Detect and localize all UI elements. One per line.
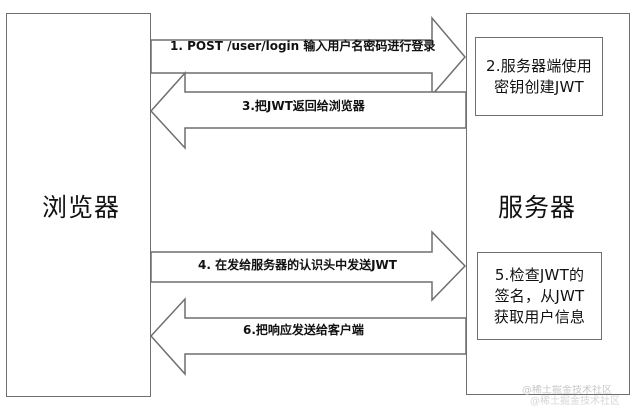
server-label: 服务器 [498, 193, 577, 222]
watermark-text: @稀土掘金技术社区 [522, 385, 612, 396]
server-note-create-jwt: 2.服务器端使用 密钥创建JWT [475, 37, 603, 116]
browser-label: 浏览器 [42, 193, 121, 222]
arrow-1-label: 1. POST /user/login 输入用户名密码进行登录 [170, 39, 436, 53]
arrow-2-label: 3.把JWT返回给浏览器 [242, 99, 365, 113]
arrow-4-label: 6.把响应发送给客户端 [243, 323, 364, 337]
watermark-text-shadow: @稀土掘金技术社区 [530, 396, 620, 407]
arrow-1-shape [150, 15, 466, 98]
arrow-3-label: 4. 在发给服务器的认识头中发送JWT [198, 258, 397, 272]
server-note-verify-jwt: 5.检查JWT的 签名，从JWT 获取用户信息 [477, 252, 602, 340]
watermark: @稀土掘金技术社区 @稀土掘金技术社区 [522, 385, 634, 409]
browser-box [6, 13, 151, 397]
